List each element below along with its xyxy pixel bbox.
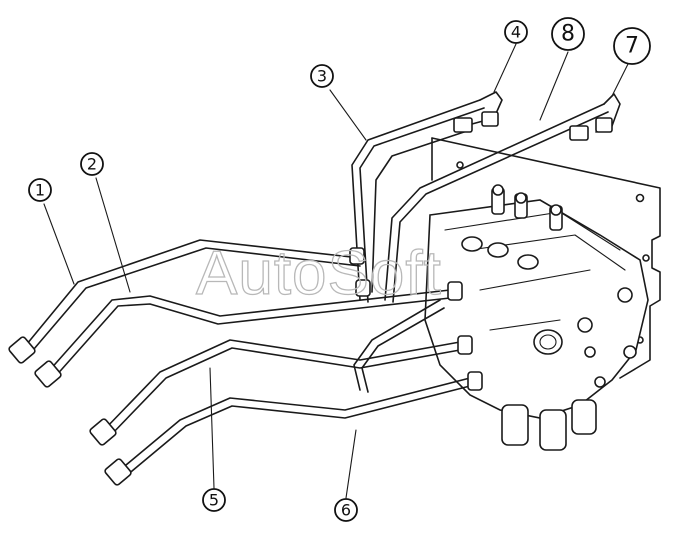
hydraulic-line-4 xyxy=(453,91,503,133)
line-fittings xyxy=(349,247,483,391)
hydraulic-line-1 xyxy=(8,239,361,364)
control-valve xyxy=(424,184,649,451)
callout-2: 2 xyxy=(80,152,104,176)
hydraulic-line-3 xyxy=(351,99,485,303)
hydraulic-line-7 xyxy=(353,93,621,393)
watermark: AutoSoft xyxy=(196,239,442,308)
svg-text:8: 8 xyxy=(561,22,575,47)
callout-1: 1 xyxy=(28,178,52,202)
callout-7: 7 xyxy=(613,27,651,65)
mounting-plate xyxy=(431,137,661,379)
svg-text:7: 7 xyxy=(625,34,639,59)
svg-text:5: 5 xyxy=(209,491,219,510)
callout-3: 3 xyxy=(310,64,334,88)
svg-text:4: 4 xyxy=(511,23,521,42)
hydraulic-line-5 xyxy=(89,339,461,446)
svg-text:6: 6 xyxy=(341,501,351,520)
callout-5: 5 xyxy=(202,488,226,512)
svg-text:1: 1 xyxy=(35,181,45,200)
svg-text:2: 2 xyxy=(87,155,97,174)
hydraulic-line-6 xyxy=(104,377,471,486)
callout-6: 6 xyxy=(334,498,358,522)
hydraulic-line-8 xyxy=(384,103,609,303)
hydraulic-line-2 xyxy=(34,289,451,388)
callout-leaders xyxy=(43,43,629,499)
svg-text:3: 3 xyxy=(317,67,327,86)
callout-4: 4 xyxy=(504,20,528,44)
callout-8: 8 xyxy=(551,17,585,51)
